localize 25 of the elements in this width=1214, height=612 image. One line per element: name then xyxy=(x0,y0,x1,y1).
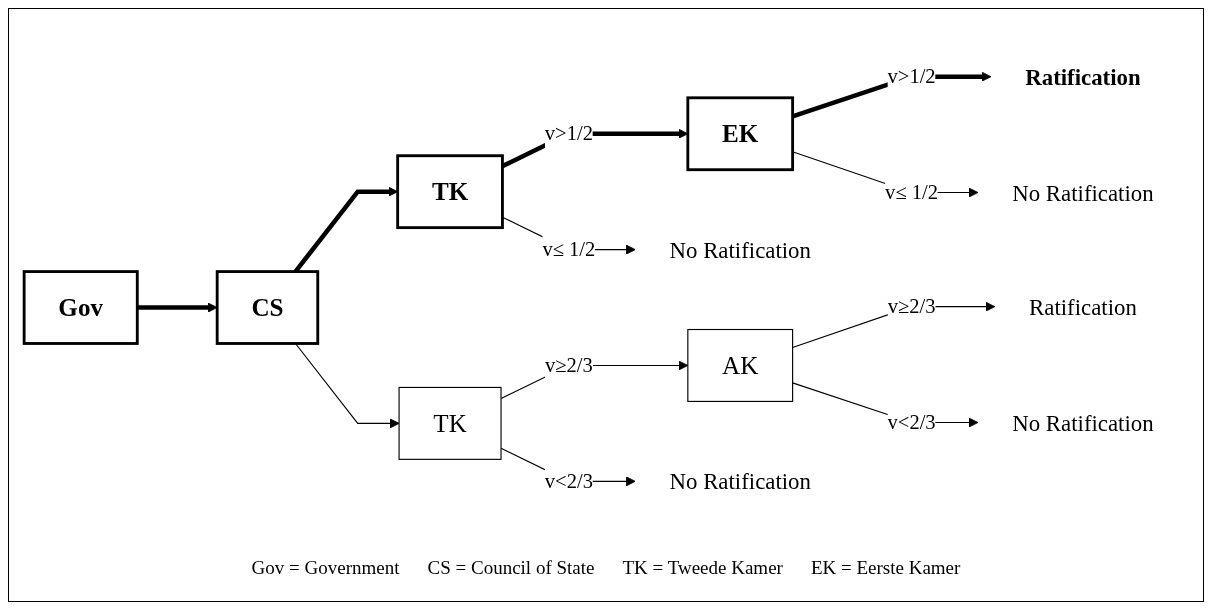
node-box: TK xyxy=(396,154,504,230)
node-text: No Ratification xyxy=(1012,179,1154,206)
node-box: EK xyxy=(686,96,795,172)
edge-label: v>1/2 xyxy=(544,121,593,145)
edge-label: v≥2/3 xyxy=(887,294,936,318)
edge-label: v<2/3 xyxy=(544,469,593,493)
node-text: No Ratification xyxy=(669,468,811,494)
node-box: CS xyxy=(215,270,320,345)
arrow xyxy=(137,302,218,313)
edge-label: v≤ 1/2 xyxy=(885,180,939,204)
node-text: Ratification xyxy=(1029,294,1137,320)
node-box: AK xyxy=(687,328,794,402)
edge-label: v≥2/3 xyxy=(544,353,593,377)
node-box: Gov xyxy=(22,270,139,345)
edge-label: v≤ 1/2 xyxy=(542,237,596,261)
abbreviation-note: CS = Council of State xyxy=(427,557,595,579)
abbreviation-note: EK = Eerste Kamer xyxy=(810,557,961,579)
node-box: TK xyxy=(398,386,502,460)
edge-label: v>1/2 xyxy=(887,64,936,88)
abbreviation-note: Gov = Government xyxy=(251,557,400,579)
node-text: No Ratification xyxy=(669,237,811,263)
edge-label: v<2/3 xyxy=(887,410,936,434)
abbreviation-note: TK = Tweede Kamer xyxy=(622,557,783,579)
node-text: Ratification xyxy=(1025,64,1141,90)
node-text: No Ratification xyxy=(1012,409,1154,436)
